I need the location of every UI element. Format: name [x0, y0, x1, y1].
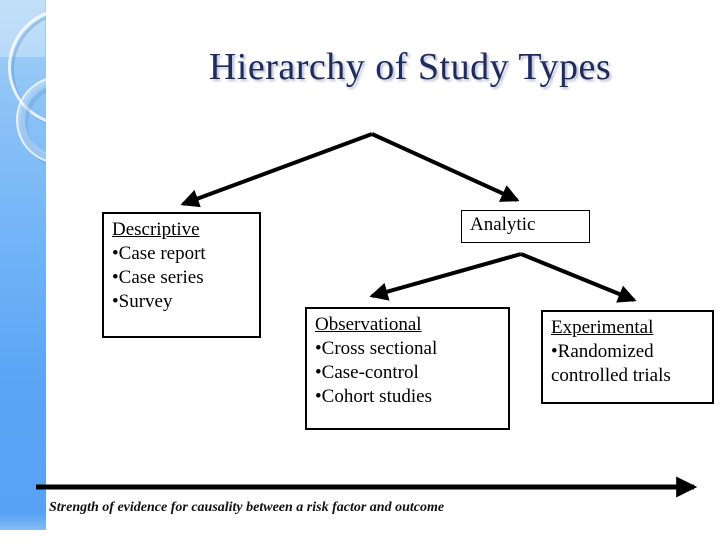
node-descriptive[interactable]: Descriptive •Case report •Case series •S… [102, 212, 261, 338]
node-analytic[interactable]: Analytic [461, 210, 590, 243]
node-observational-bullets: •Cross sectional •Case-control •Cohort s… [315, 337, 508, 409]
node-analytic-heading: Analytic [470, 214, 536, 235]
decorative-sidebar [0, 0, 46, 530]
list-item: •Cohort studies [315, 386, 432, 407]
node-experimental-heading: Experimental [551, 317, 654, 338]
list-item: •Case series [112, 267, 204, 288]
node-observational[interactable]: Observational •Cross sectional •Case-con… [305, 307, 510, 430]
arrow-root-to-descriptive [180, 132, 373, 208]
node-experimental[interactable]: Experimental •Randomized controlled tria… [541, 310, 714, 404]
list-item: •Cross sectional [315, 338, 438, 359]
node-experimental-bullets: •Randomized controlled trials [551, 340, 712, 388]
page-title: Hierarchy of Study Types [208, 46, 612, 88]
list-item: •Case report [112, 243, 206, 264]
sidebar-bottom-fade [0, 514, 46, 530]
arrow-analytic-to-observational [369, 252, 522, 301]
list-item: •Case-control [315, 362, 419, 383]
list-item: •Randomized controlled trials [551, 341, 671, 386]
arrow-analytic-to-experimental [520, 252, 637, 303]
list-item: •Survey [112, 291, 173, 312]
node-descriptive-bullets: •Case report •Case series •Survey [112, 242, 259, 314]
arrow-root-to-analytic [371, 132, 520, 202]
strength-of-evidence-caption: Strength of evidence for causality betwe… [49, 500, 445, 515]
node-descriptive-heading: Descriptive [112, 219, 200, 240]
node-observational-heading: Observational [315, 314, 422, 335]
strength-of-evidence-arrow [36, 476, 698, 498]
